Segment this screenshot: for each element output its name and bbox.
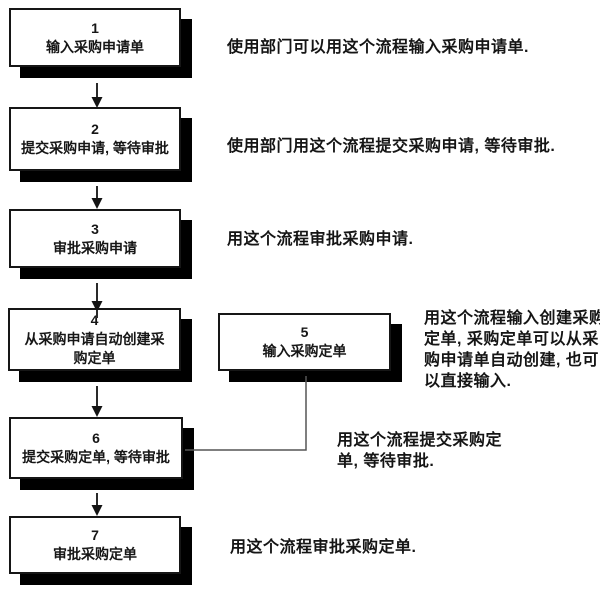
step-number: 3: [91, 220, 99, 237]
connector-arrow-1-2: [91, 83, 103, 108]
flow-box-step-5: 5 输入采购定单: [218, 313, 391, 371]
connector-arrow-4-6: [91, 386, 103, 417]
step-number: 1: [91, 19, 99, 36]
connector-arrow-6-7: [91, 493, 103, 516]
step-label: 提交采购申请, 等待审批: [21, 140, 169, 156]
flow-box-step-6: 6 提交采购定单, 等待审批: [9, 417, 183, 479]
step-label: 从采购申请自动创建采购定单: [24, 331, 165, 366]
flow-box-step-1: 1 输入采购申请单: [9, 8, 181, 67]
annotation-step-6: 用这个流程提交采购定单, 等待审批.: [337, 432, 503, 470]
flow-box-step-7: 7 审批采购定单: [9, 516, 181, 574]
annotation-step-7: 用这个流程审批采购定单.: [230, 539, 417, 556]
step-label: 输入采购申请单: [46, 38, 144, 55]
step-number: 7: [91, 527, 99, 543]
step-number: 5: [300, 324, 309, 340]
flow-box-step-2: 2 提交采购申请, 等待审批: [9, 107, 181, 171]
step-label: 输入采购定单: [262, 343, 347, 359]
annotation-step-2: 使用部门用这个流程提交采购申请, 等待审批.: [227, 138, 556, 155]
connector-elbow-5-6: [185, 376, 307, 451]
step-number: 2: [91, 121, 99, 137]
step-number: 6: [92, 430, 100, 446]
step-number: 4: [90, 312, 99, 328]
step-label: 提交采购定单, 等待审批: [22, 449, 170, 465]
flow-box-step-3: 3 审批采购申请: [9, 209, 181, 268]
flow-box-step-4: 4 从采购申请自动创建采购定单: [8, 308, 181, 371]
step-label: 审批采购定单: [53, 546, 137, 562]
connector-arrow-2-3: [91, 186, 103, 209]
annotation-step-5: 用这个流程输入创建采购定单, 采购定单可以从采购申请单自动创建, 也可以直接输入…: [424, 310, 600, 390]
annotation-step-3: 用这个流程审批采购申请.: [227, 231, 414, 248]
step-label: 审批采购申请: [53, 239, 137, 256]
annotation-step-1: 使用部门可以用这个流程输入采购申请单.: [227, 39, 529, 56]
